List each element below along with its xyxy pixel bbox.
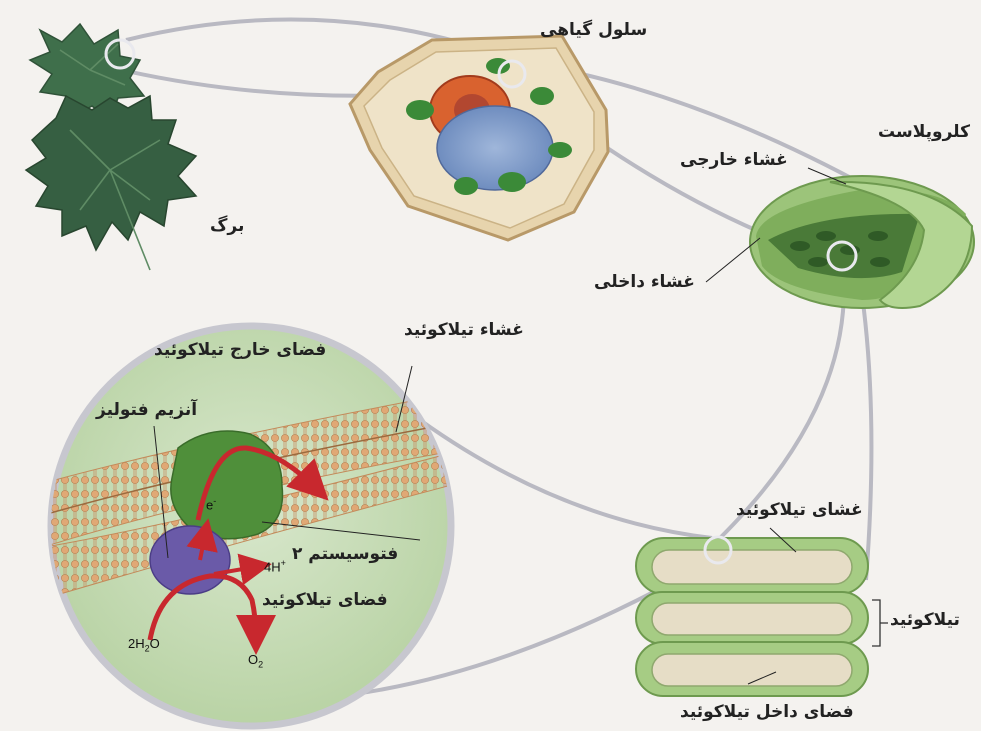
thylakoid-membrane-zoom-label: غشاء تیلاکوئید [404,320,524,340]
oxygen-label: O2 [248,652,263,670]
leaf-illustration [26,24,196,270]
water-label: 2H2O [128,636,160,654]
thylakoid-space-label: فضای تیلاکوئید [262,590,388,610]
leaf-label: برگ [210,216,244,236]
electron-label: e- [206,496,216,512]
thylakoid-inner-space-label: فضای داخل تیلاکوئید [680,702,854,722]
plant-cell-label: سلول گیاهی [540,20,647,40]
thylakoid-stack-illustration [636,537,868,696]
thylakoid-membrane-stack-label: غشای تیلاکوئید [736,500,863,520]
plant-cell-illustration [350,36,608,240]
photosystem2-label: فتوسیستم ۲ [292,544,398,564]
stroma-space-label: فضای خارج تیلاکوئید [154,340,326,360]
photolysis-enzyme-label: آنزیم فتولیز [96,400,197,420]
chloroplast-illustration [750,176,974,308]
thylakoid-label: تیلاکوئید [890,610,960,630]
outer-membrane-label: غشاء خارجی [680,150,788,170]
thylakoid-bracket [872,600,888,646]
proton-label: 4H+ [264,558,286,574]
chloroplast-label: کلروپلاست [878,122,970,142]
inner-membrane-label: غشاء داخلی [594,272,695,292]
